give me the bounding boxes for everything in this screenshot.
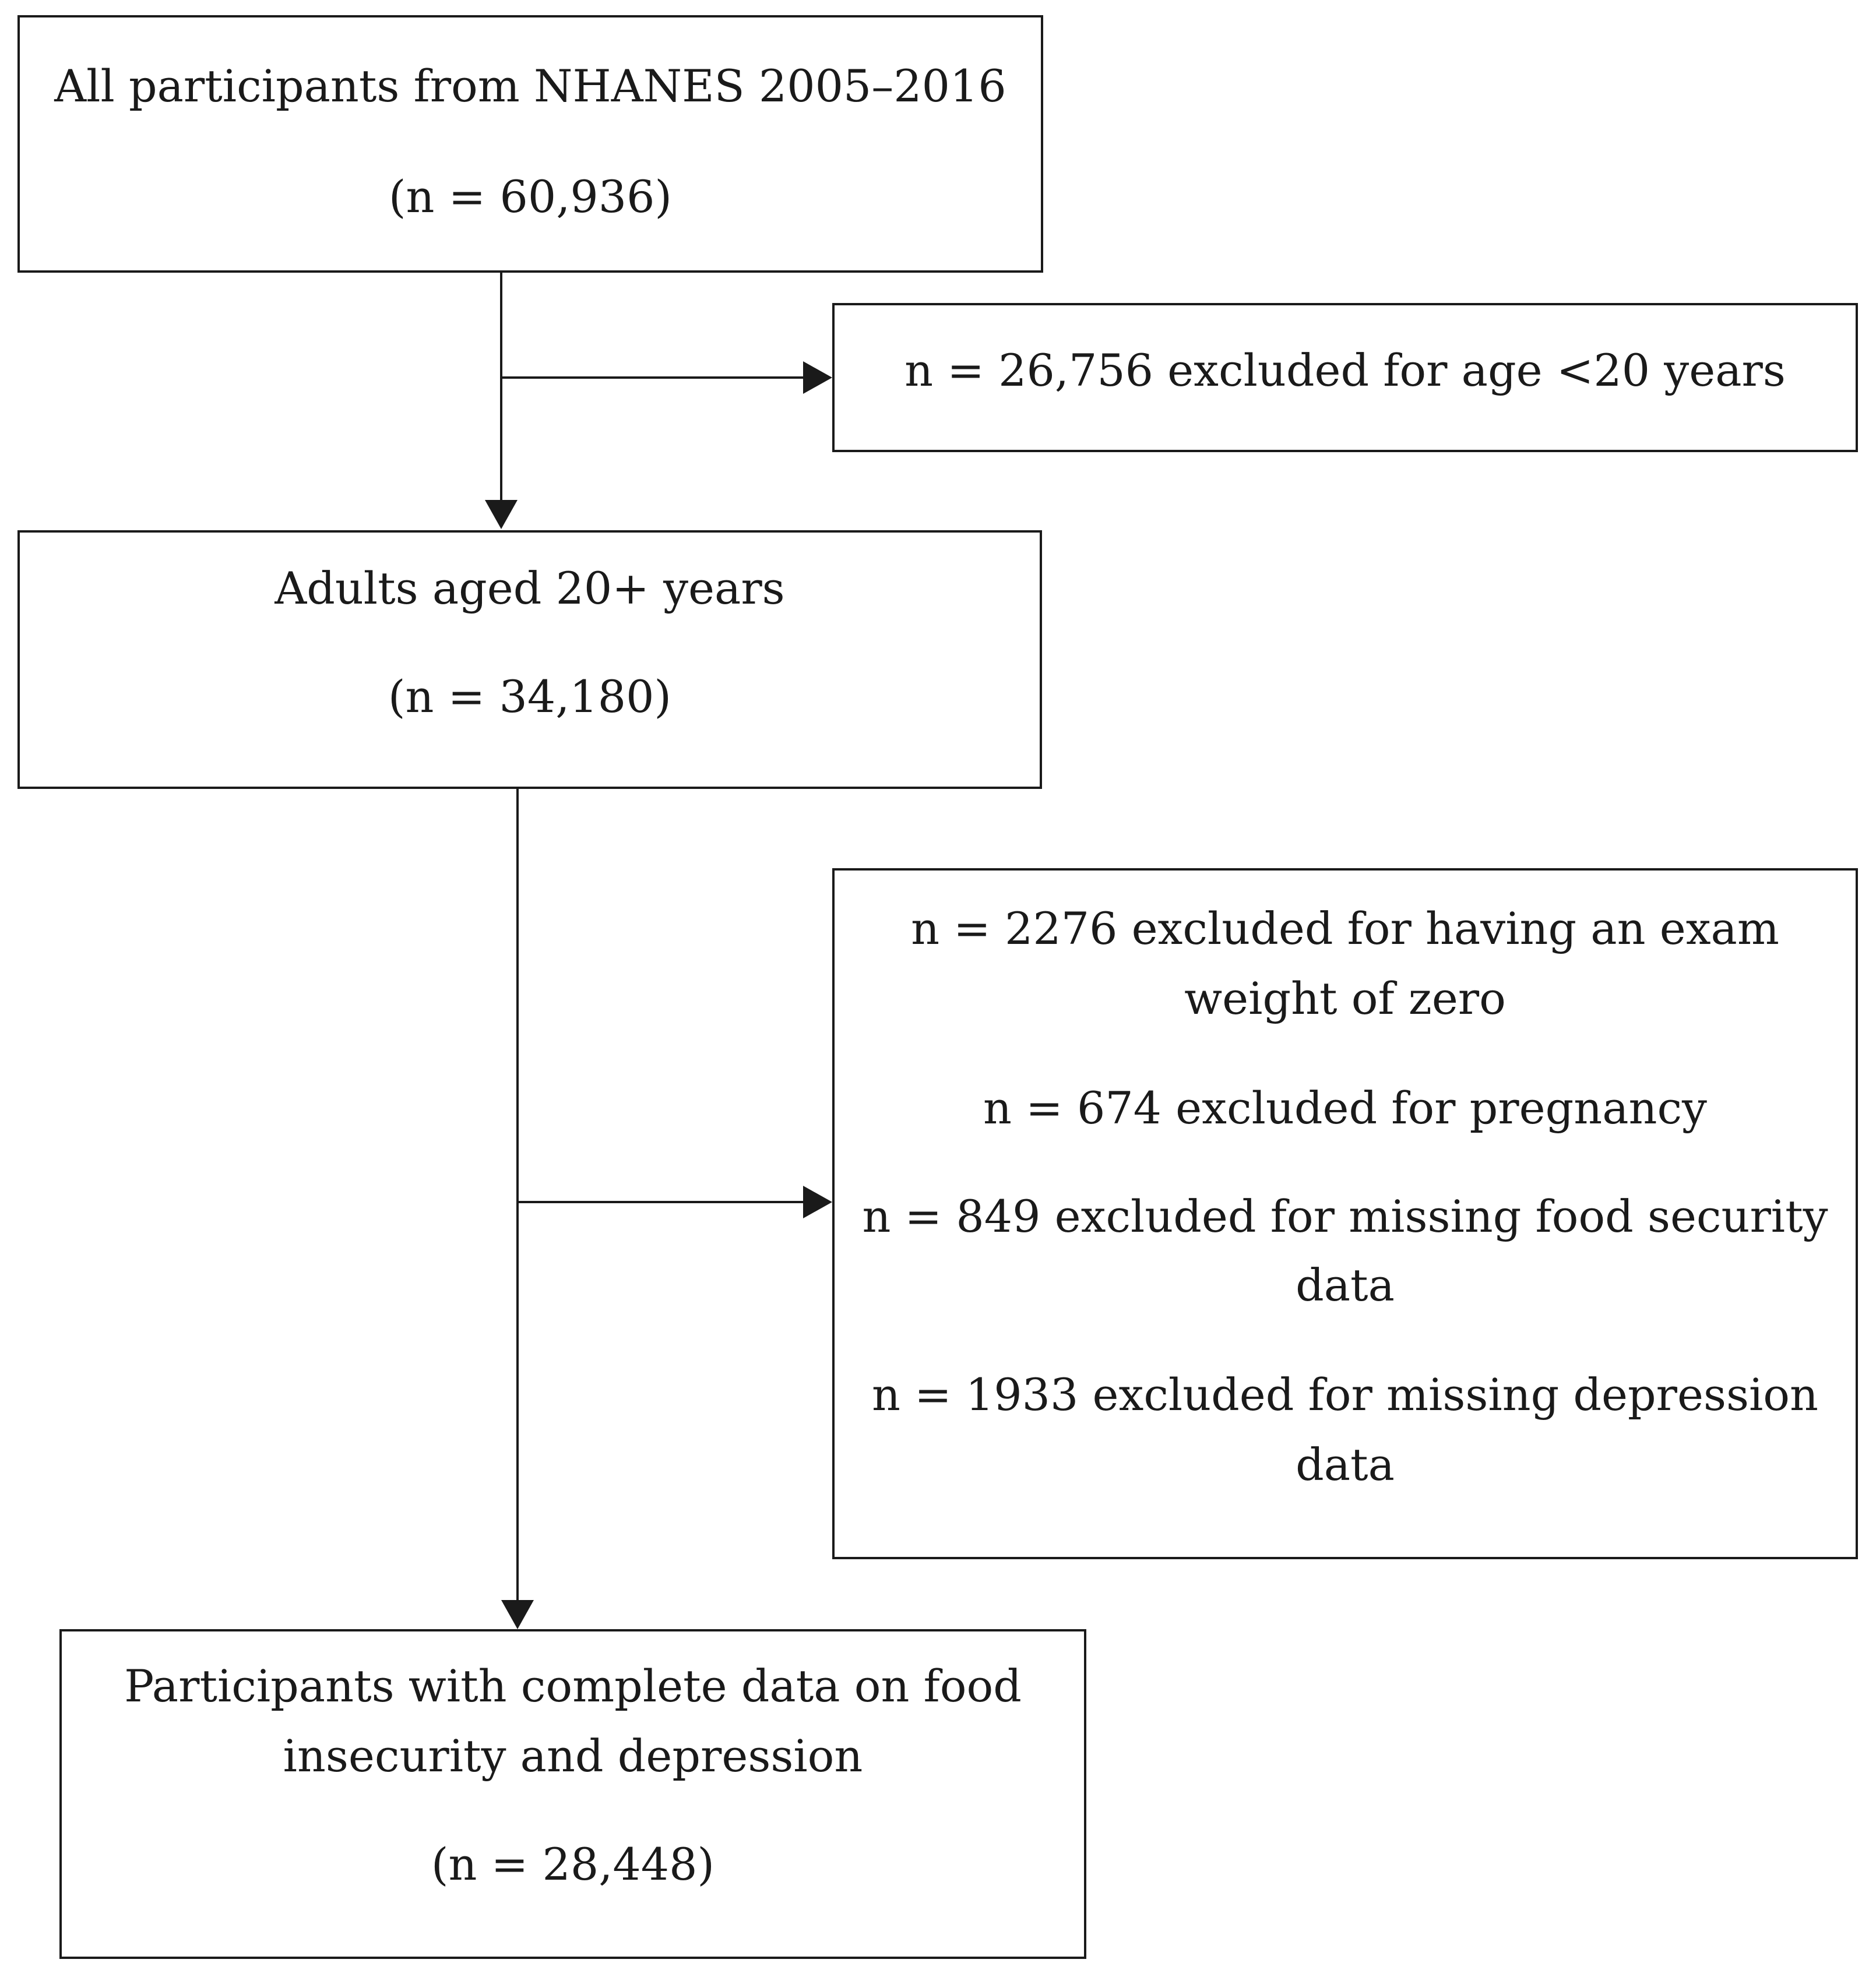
depression-exclusion-line1: n = 1933 excluded for missing depression	[871, 1369, 1819, 1421]
age-exclusion-box: n = 26,756 excluded for age <20 years	[832, 303, 1858, 452]
exam-weight-exclusion-line2: weight of zero	[1184, 972, 1506, 1024]
all-participants-box: All participants from NHANES 2005–2016 (…	[17, 15, 1043, 273]
arrow-to-adults	[485, 500, 518, 529]
food-security-exclusion-line1: n = 849 excluded for missing food securi…	[862, 1190, 1828, 1242]
final-sample-count: (n = 28,448)	[431, 1838, 715, 1890]
other-exclusions-box: n = 2276 excluded for having an exam wei…	[832, 868, 1858, 1559]
arrow-to-age-exclusion	[803, 361, 832, 394]
exam-weight-exclusion-line1: n = 2276 excluded for having an exam	[911, 903, 1779, 954]
pregnancy-exclusion: n = 674 excluded for pregnancy	[983, 1082, 1707, 1134]
adults-count: (n = 34,180)	[388, 671, 672, 723]
age-exclusion-text: n = 26,756 excluded for age <20 years	[904, 344, 1786, 396]
final-sample-box: Participants with complete data on food …	[59, 1629, 1086, 1959]
arrow-to-other-exclusions	[803, 1186, 832, 1218]
all-participants-count: (n = 60,936)	[388, 171, 673, 223]
arrow-to-final	[501, 1600, 534, 1629]
depression-exclusion-line2: data	[1296, 1439, 1395, 1490]
food-security-exclusion-line2: data	[1296, 1259, 1395, 1311]
adults-title: Adults aged 20+ years	[274, 562, 785, 614]
final-sample-title-line1: Participants with complete data on food	[124, 1660, 1022, 1712]
all-participants-title: All participants from NHANES 2005–2016	[54, 60, 1006, 112]
final-sample-title-line2: insecurity and depression	[283, 1730, 863, 1782]
adults-box: Adults aged 20+ years (n = 34,180)	[17, 530, 1042, 789]
